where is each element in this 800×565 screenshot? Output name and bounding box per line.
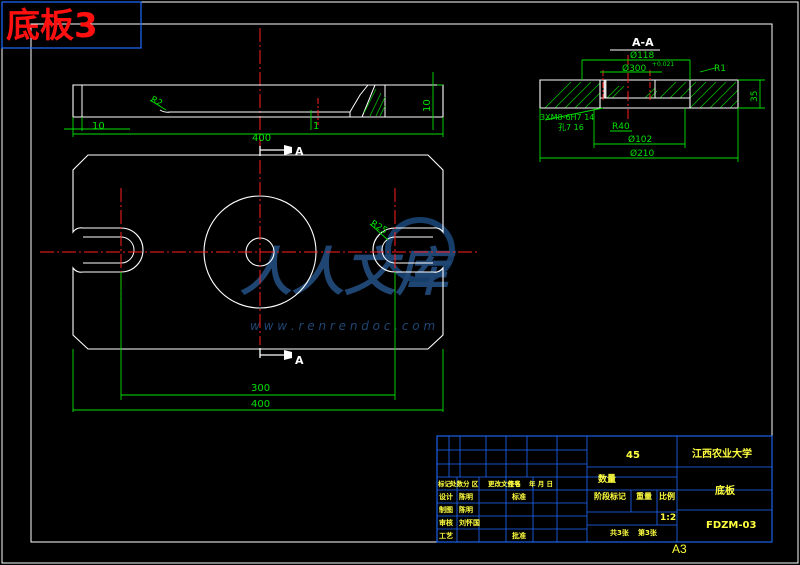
- scale-value: 1:2: [660, 513, 676, 523]
- sheet-number: 第3张: [638, 528, 658, 537]
- slot-radius-label: R25: [369, 219, 389, 237]
- section-dim-d102: Ø102: [628, 134, 652, 145]
- section-dim-d300: Ø300: [622, 63, 647, 74]
- side-dim-left: 10: [92, 121, 105, 132]
- title-block-header: 分 区: [463, 479, 479, 488]
- title-block-cell-mid: 标准: [511, 492, 526, 501]
- drawing-frame: [30, 23, 773, 543]
- side-dim-thickness: 10: [422, 99, 433, 112]
- section-dim-r1: R1: [714, 64, 726, 74]
- school-name: 江西农业大学: [692, 447, 752, 460]
- title-block-header: 年 月 日: [529, 479, 553, 488]
- watermark-url: w w w . r e n r e n d o c . c o m: [250, 319, 435, 333]
- title-block-cell-name: 陈明: [459, 492, 473, 501]
- side-dim-length: 400: [252, 133, 271, 144]
- corner-title: 底板3: [6, 6, 98, 46]
- title-block-header: 更改文件号: [488, 479, 521, 488]
- side-view: 10 400 1 10 R2: [64, 28, 444, 150]
- scale-label: 比例: [659, 491, 675, 501]
- title-block-cell-name: 陈明: [459, 505, 473, 514]
- title-block-cell-name: 刘怀国: [459, 518, 480, 527]
- drawing-number: FDZM-03: [706, 520, 756, 531]
- corner-title-box: [1, 1, 142, 49]
- watermark: 人人文库 w w w . r e n r e n d o c . c o m: [240, 217, 457, 333]
- qty-label: 数量: [598, 473, 616, 485]
- title-block-cell-role: 工艺: [439, 531, 453, 540]
- part-name: 底板: [715, 484, 736, 497]
- top-dim-300: 300: [251, 383, 270, 394]
- section-title: A-A: [632, 36, 654, 49]
- sheet-size-label: A3: [672, 542, 687, 556]
- title-block-header: 处数: [449, 479, 464, 488]
- title-block-cell-mid: 批准: [512, 531, 526, 540]
- section-note-thread: 3XM8-6H7 14: [540, 113, 594, 122]
- section-note-hole: 孔7 16: [558, 123, 584, 132]
- side-dim-groove: 1: [313, 121, 319, 132]
- plate-outline: [72, 154, 444, 350]
- title-block: 标记处数分 区更改文件号签名年 月 日 设计陈明标准制图陈明审核刘怀国工艺批准 …: [436, 435, 773, 543]
- material: 45: [626, 450, 640, 461]
- side-radius-label: R2: [149, 95, 164, 109]
- title-block-header: 签名: [507, 479, 521, 488]
- top-dim-400: 400: [251, 399, 270, 410]
- title-block-cell-role: 制图: [439, 505, 453, 514]
- section-mark-bottom: A: [295, 354, 304, 367]
- watermark-brand: 人人文库: [240, 243, 457, 303]
- section-dim-height: 35: [750, 91, 760, 102]
- title-block-cell-role: 审核: [439, 518, 453, 527]
- sheet-total: 共3张: [610, 528, 630, 537]
- section-dim-d300-tol: +0.021: [652, 61, 674, 68]
- title-block-header: 标记: [437, 479, 452, 488]
- section-dim-d210: Ø210: [630, 148, 655, 159]
- section-dim-d118: Ø118: [630, 50, 655, 61]
- title-block-cell-role: 设计: [439, 492, 453, 501]
- weight-label: 重量: [636, 491, 652, 501]
- top-view: A A 300 400 R25: [40, 145, 480, 412]
- stage-label: 阶段标记: [594, 491, 626, 501]
- section-dim-r40: R40: [612, 122, 630, 132]
- section-view: A-A: [539, 36, 765, 162]
- section-mark-top: A: [295, 145, 304, 158]
